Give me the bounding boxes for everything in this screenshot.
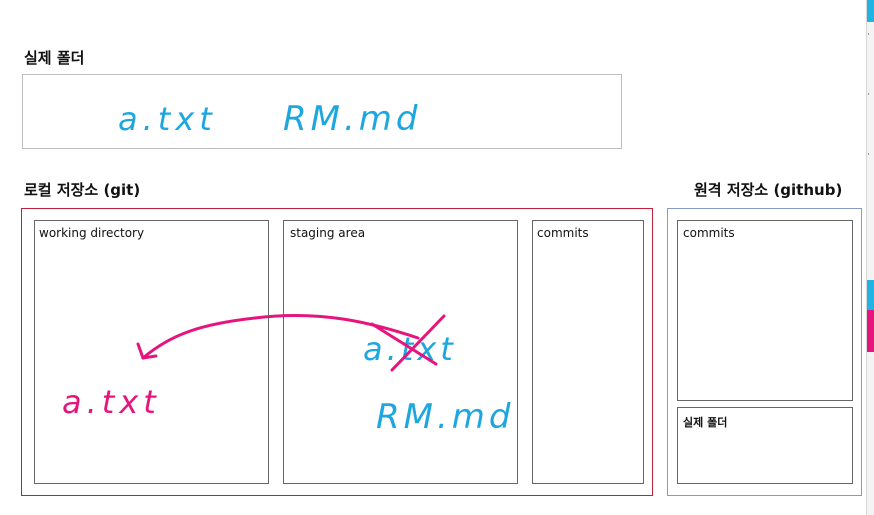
real-folder-heading: 실제 폴더 — [24, 49, 85, 67]
local-commits-label: commits — [537, 226, 589, 240]
adjacent-window-edge: · · · — [866, 0, 874, 515]
staging-area-label: staging area — [290, 226, 366, 240]
real-folder-box — [22, 74, 622, 149]
working-directory-box — [34, 220, 269, 484]
local-repo-container — [21, 208, 653, 496]
unstage-arrow — [136, 313, 420, 360]
top-file-rm-md: RM.md — [283, 99, 421, 139]
staging-file-rm-md: RM.md — [376, 397, 514, 437]
remote-repo-container — [667, 208, 862, 496]
wd-file-a-txt: a.txt — [62, 383, 161, 421]
edge-pink-strip — [867, 310, 874, 352]
remote-repo-heading: 원격 저장소 (github) — [694, 181, 843, 199]
remote-real-folder-box — [677, 407, 853, 484]
edge-glyph-icon: · — [867, 150, 870, 160]
edge-cyan-strip — [867, 280, 874, 310]
local-commits-box — [532, 220, 644, 484]
remote-real-folder-label: 실제 폴더 — [683, 416, 728, 429]
top-file-a-txt: a.txt — [118, 100, 217, 138]
working-directory-label: working directory — [39, 226, 145, 240]
staging-file-a-txt: a.txt — [363, 330, 457, 368]
staging-area-box — [283, 220, 518, 484]
remote-commits-label: commits — [683, 226, 735, 240]
edge-cyan-strip — [867, 0, 874, 22]
edge-glyph-icon: · — [867, 30, 870, 40]
local-repo-heading: 로컬 저장소 (git) — [24, 181, 141, 199]
cross-out-mark — [370, 314, 446, 372]
edge-glyph-icon: · — [867, 90, 870, 100]
remote-commits-box — [677, 220, 853, 401]
